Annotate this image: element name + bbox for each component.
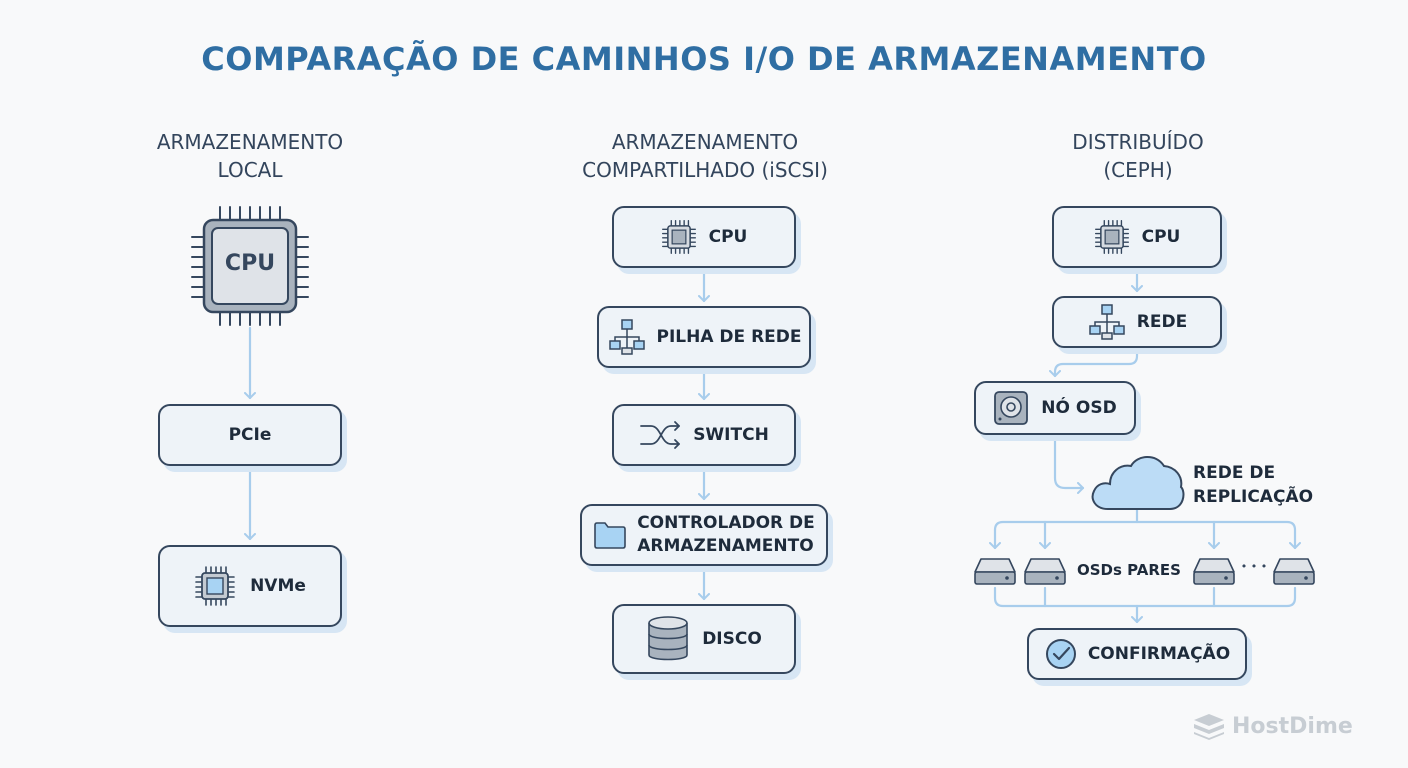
disk-node: DISCO <box>612 604 796 674</box>
shared-cpu-node: CPU <box>612 206 796 268</box>
folder-icon <box>594 522 627 549</box>
disk-label: DISCO <box>702 629 762 649</box>
network-stack-node: PILHA DE REDE <box>597 306 811 368</box>
hard-drive-icon <box>994 391 1029 425</box>
replication-network-line2: REPLICAÇÃO <box>1193 487 1314 507</box>
column-title-shared: ARMAZENAMENTO COMPARTILHADO (iSCSI) <box>530 128 880 184</box>
switch-shuffle-icon <box>640 421 681 449</box>
peer-osd-drive-icon <box>1024 558 1066 585</box>
cpu-icon <box>661 220 696 254</box>
osd-node-label: NÓ OSD <box>1041 398 1117 418</box>
cpu-label: CPU <box>224 251 276 276</box>
network-tree-icon <box>608 319 645 355</box>
pcie-node: PCIe <box>158 404 342 466</box>
pcie-label: PCIe <box>228 425 272 445</box>
switch-label: SWITCH <box>693 425 769 445</box>
confirmation-label: CONFIRMAÇÃO <box>1087 644 1231 664</box>
storage-controller-line1: CONTROLADOR DE <box>637 513 815 533</box>
osd-node: NÓ OSD <box>974 381 1136 435</box>
ceph-network-label: REDE <box>1136 312 1188 332</box>
hostdime-logo-icon <box>1194 714 1224 740</box>
column-title-shared-line1: ARMAZENAMENTO <box>611 130 799 154</box>
column-title-local-line2: LOCAL <box>217 158 283 182</box>
brand-name: HostDime <box>1232 713 1353 739</box>
replication-network-line1: REDE DE <box>1193 463 1276 483</box>
column-title-distributed: DISTRIBUÍDO (CEPH) <box>1000 128 1276 184</box>
cpu-icon <box>1094 220 1129 254</box>
database-disk-icon <box>648 616 688 661</box>
cloud-icon <box>1091 456 1185 510</box>
page-title: COMPARAÇÃO DE CAMINHOS I/O DE ARMAZENAME… <box>201 40 1207 78</box>
ellipsis-label: • • • <box>1240 560 1268 573</box>
replication-network-label: REDE DE REPLICAÇÃO <box>1193 461 1313 509</box>
network-stack-label: PILHA DE REDE <box>656 327 802 347</box>
storage-controller-label: CONTROLADOR DE ARMAZENAMENTO <box>637 512 815 558</box>
peer-osd-drive-icon <box>1193 558 1235 585</box>
switch-node: SWITCH <box>612 404 796 466</box>
nvme-node: NVMe <box>158 545 342 627</box>
nvme-label: NVMe <box>250 576 306 596</box>
cpu-chip-icon <box>191 206 309 326</box>
ceph-cpu-label: CPU <box>1141 227 1181 247</box>
peer-osd-drive-icon <box>974 558 1016 585</box>
ceph-cpu-node: CPU <box>1052 206 1222 268</box>
shared-cpu-label: CPU <box>708 227 748 247</box>
brand-watermark: HostDime <box>1192 712 1353 740</box>
storage-controller-line2: ARMAZENAMENTO <box>637 536 814 556</box>
nvme-chip-icon <box>195 566 235 606</box>
column-title-local-line1: ARMAZENAMENTO <box>156 130 344 154</box>
peer-osds-label: OSDs PARES <box>1077 561 1181 579</box>
ceph-network-node: REDE <box>1052 296 1222 348</box>
column-title-local: ARMAZENAMENTO LOCAL <box>100 128 400 184</box>
confirmation-node: CONFIRMAÇÃO <box>1027 628 1247 680</box>
column-title-shared-line2: COMPARTILHADO (iSCSI) <box>582 158 828 182</box>
network-tree-icon <box>1089 304 1125 340</box>
peer-osd-drive-icon <box>1273 558 1315 585</box>
check-circle-icon <box>1045 639 1076 669</box>
storage-controller-node: CONTROLADOR DE ARMAZENAMENTO <box>580 504 828 566</box>
column-title-distributed-line1: DISTRIBUÍDO <box>1072 130 1204 154</box>
column-title-distributed-line2: (CEPH) <box>1103 158 1173 182</box>
cpu-chip-large: CPU <box>190 205 310 327</box>
